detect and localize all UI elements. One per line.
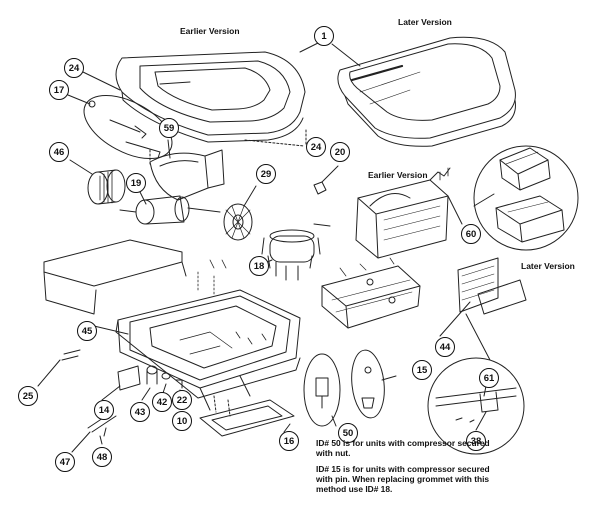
- blower-wheel-46: [69, 159, 126, 205]
- callout-25: 25: [18, 386, 38, 406]
- callout-19: 19: [126, 173, 146, 193]
- condenser-fan-29: [223, 185, 257, 241]
- shroud-earlier-version: [115, 51, 306, 143]
- grommet-50-oval: [303, 353, 341, 427]
- small-parts: [141, 365, 183, 401]
- fasteners: [197, 167, 449, 345]
- callout-44: 44: [435, 337, 455, 357]
- callout-20: 20: [330, 142, 350, 162]
- callout-47: 47: [55, 452, 75, 472]
- hardware-oval-17: [67, 94, 173, 167]
- callout-48: 48: [92, 447, 112, 467]
- later-version-label: Later Version: [398, 17, 452, 27]
- callout-29: 29: [256, 164, 276, 184]
- callout-18: 18: [249, 256, 269, 276]
- grommet-15-oval: [351, 349, 397, 419]
- callout-38: 38: [466, 431, 486, 451]
- callout-60: 60: [461, 224, 481, 244]
- bracket-14: [101, 365, 141, 401]
- callout-45: 45: [77, 321, 97, 341]
- callout-16: 16: [279, 431, 299, 451]
- callout-46: 46: [49, 142, 69, 162]
- motor-19: [119, 191, 221, 225]
- evaporator-earlier-version: [355, 167, 463, 259]
- callout-22: 22: [172, 390, 192, 410]
- callout-43: 43: [130, 402, 150, 422]
- base-pan: [93, 289, 301, 411]
- callout-42: 42: [152, 392, 172, 412]
- control-box: [321, 257, 421, 329]
- detail-circle-61-38: [427, 357, 525, 455]
- gasket-16: [199, 395, 295, 437]
- callout-50: 50: [338, 423, 358, 443]
- note-id-15: ID# 15 is for units with compressor secu…: [316, 464, 490, 494]
- earlier-version-label-mid: Earlier Version: [368, 170, 428, 180]
- callout-15: 15: [412, 360, 432, 380]
- callout-14: 14: [94, 400, 114, 420]
- callout-10: 10: [172, 411, 192, 431]
- evaporator-later-version-zoom: [473, 145, 579, 251]
- callout-24-left: 24: [64, 58, 84, 78]
- callout-59: 59: [159, 118, 179, 138]
- compressor-18: [257, 165, 339, 281]
- callout-17: 17: [49, 80, 69, 100]
- blower-housing-59: [149, 139, 225, 201]
- callout-24-right: 24: [306, 137, 326, 157]
- drain-tube-25: [61, 349, 81, 361]
- callout-61: 61: [479, 368, 499, 388]
- later-version-label-right: Later Version: [521, 261, 575, 271]
- rod-47-48: [71, 411, 117, 453]
- shroud-later-version: [337, 36, 516, 147]
- callout-1: 1: [314, 26, 334, 46]
- note-id-50: ID# 50 is for units with compressor secu…: [316, 438, 490, 458]
- condenser-coil-44: [439, 257, 527, 361]
- side-frame: [43, 239, 187, 315]
- earlier-version-label: Earlier Version: [180, 26, 240, 36]
